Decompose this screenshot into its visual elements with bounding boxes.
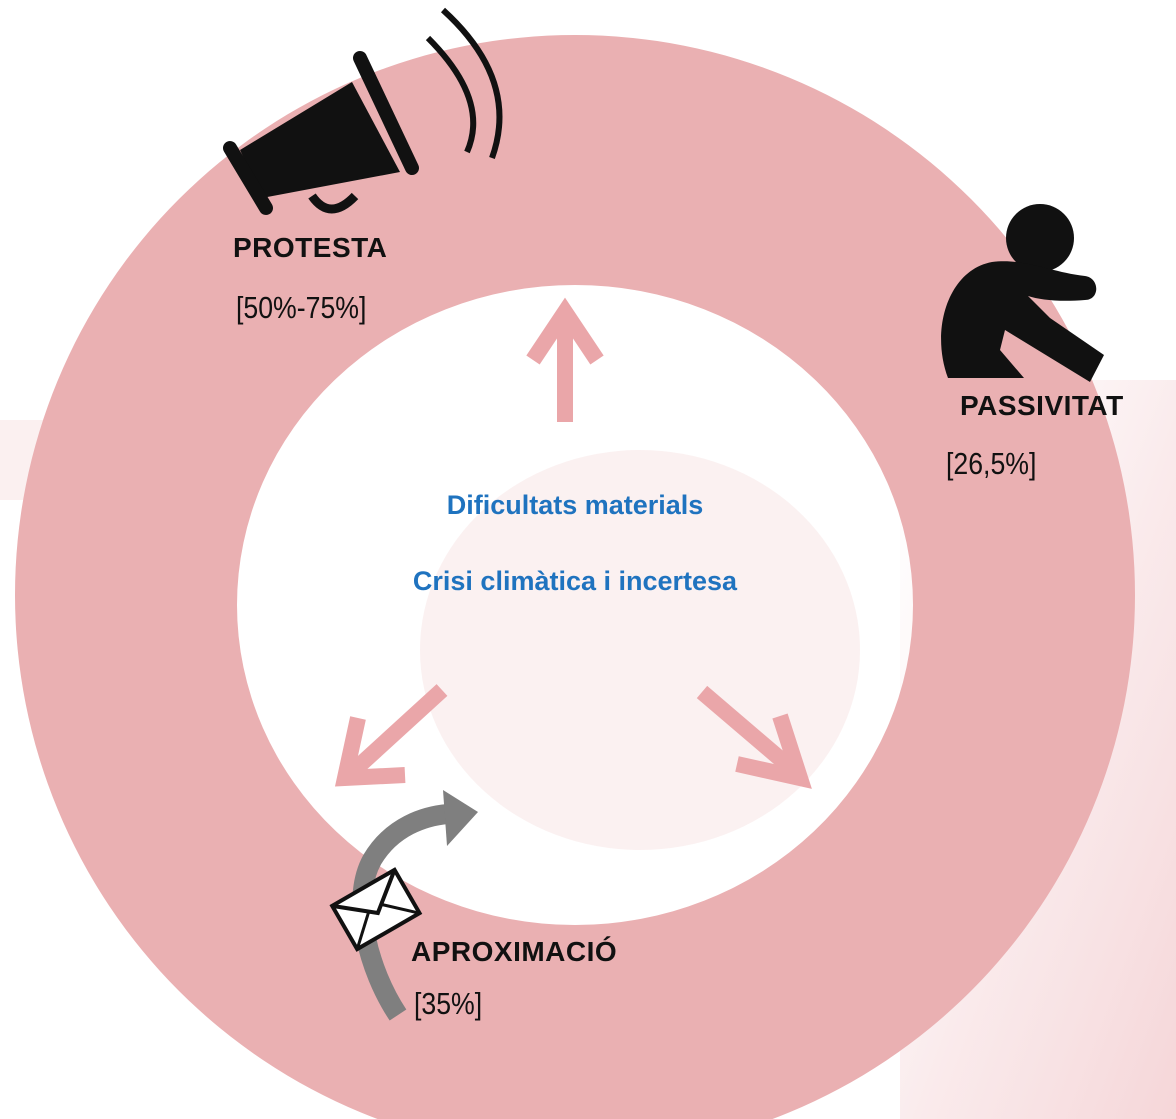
curved-arrow-icon: [352, 790, 478, 1021]
passivitat-title: PASSIVITAT: [960, 390, 1124, 421]
protesta-title: PROTESTA: [233, 232, 388, 263]
aproximacio-value: [35%]: [414, 986, 483, 1021]
cycle-ring: [15, 35, 1135, 1119]
envelope-icon: [329, 867, 423, 952]
center-line-2: Crisi climàtica i incertesa: [412, 566, 738, 596]
center-wash: [420, 450, 860, 850]
arrow-up-icon: [526, 297, 604, 422]
protesta-value: [50%-75%]: [236, 290, 367, 325]
aproximacio-title: APROXIMACIÓ: [411, 936, 618, 967]
arrow-down-left-icon: [334, 684, 448, 787]
passivitat-value: [26,5%]: [946, 446, 1037, 481]
arrow-down-right-icon: [696, 685, 812, 789]
center-line-1: Dificultats materials: [446, 490, 704, 520]
megaphone-icon: [223, 7, 503, 215]
sitting-person-icon: [941, 204, 1104, 382]
